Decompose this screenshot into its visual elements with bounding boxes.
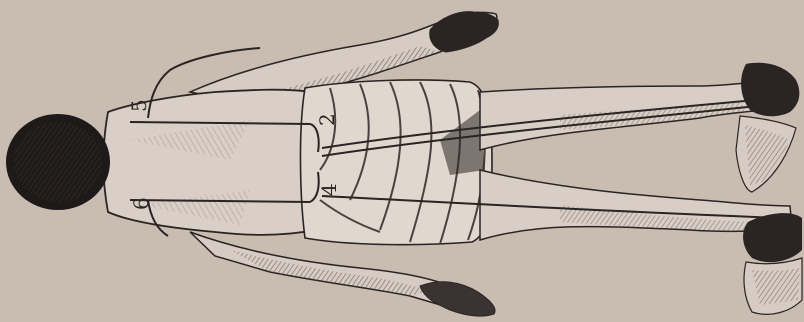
label-4: 4 (317, 183, 341, 196)
label-2: 2 (315, 113, 339, 126)
label-1: 1 (757, 91, 781, 104)
label-6: 6 (129, 197, 153, 210)
hair-texture (14, 122, 102, 202)
label-3: 3 (753, 229, 777, 242)
label-5: 5 (127, 99, 151, 112)
lower-foot-shading (752, 268, 800, 305)
